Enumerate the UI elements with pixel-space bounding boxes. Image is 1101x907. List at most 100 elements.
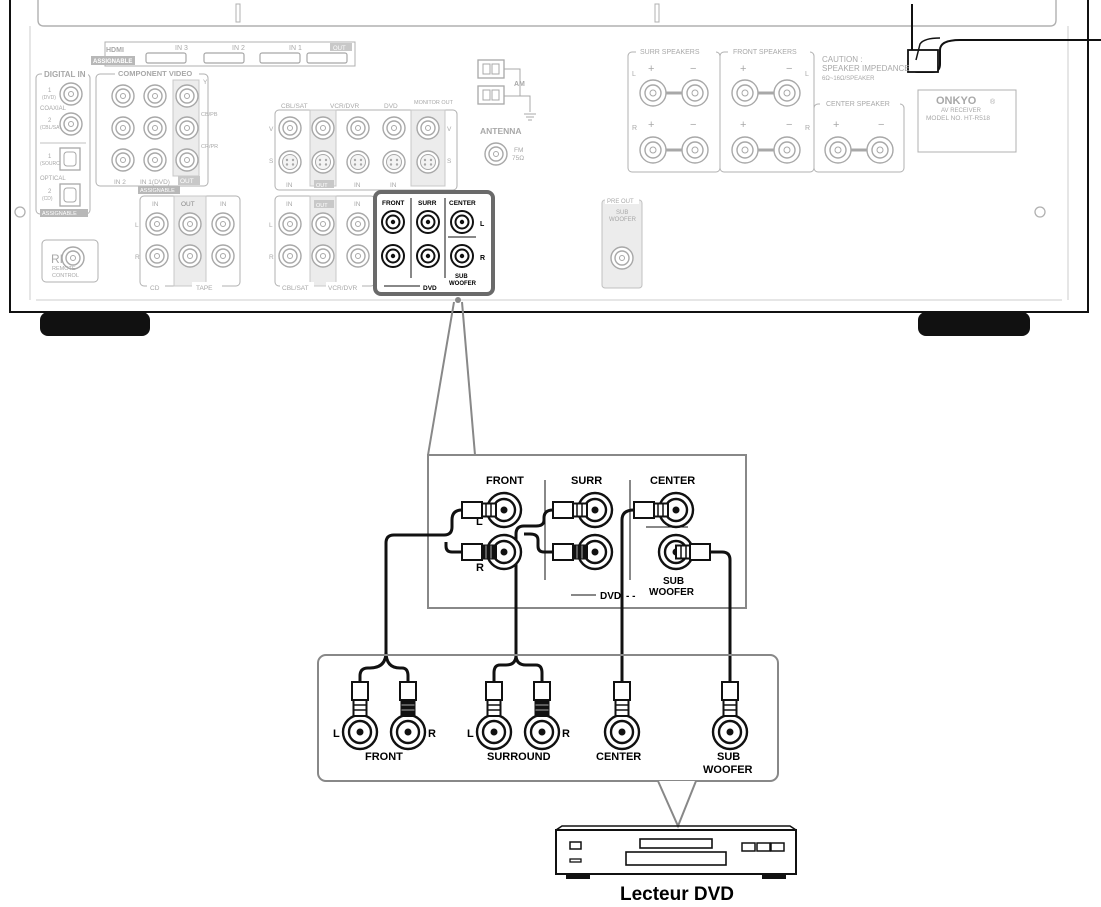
svg-text:AM: AM	[514, 81, 525, 88]
zoomed-input-panel: FRONT SURR CENTER L R SUB WOOFER DVD - -	[427, 454, 747, 609]
zoom-front-label: FRONT	[486, 475, 524, 487]
svg-text:L: L	[476, 516, 483, 528]
svg-text:OUT: OUT	[181, 201, 195, 208]
svg-text:WOOFER: WOOFER	[449, 281, 477, 287]
svg-text:IN: IN	[354, 201, 361, 208]
hdmi-title: HDMI	[106, 47, 124, 54]
svg-text:+: +	[833, 119, 839, 131]
svg-text:1: 1	[48, 88, 52, 94]
optical-2-port	[59, 183, 81, 207]
cable-center	[620, 508, 635, 682]
out-center-label: CENTER	[596, 751, 641, 763]
hdmi-in1-port	[259, 52, 301, 64]
mc-center-label: CENTER	[449, 200, 476, 207]
out-surround-l-jack	[475, 713, 513, 751]
svg-text:S: S	[269, 158, 274, 165]
dvd-output-panel: L R L R FRONT SURROUND CENTER SUB WOOFER	[317, 654, 779, 782]
component-video-section: COMPONENT VIDEO Y CB/PB CR/PR IN 2 IN 1(…	[95, 68, 218, 194]
svg-text:WOOFER: WOOFER	[649, 587, 695, 598]
svg-text:SURR SPEAKERS: SURR SPEAKERS	[640, 49, 700, 56]
svg-text:AV RECEIVER: AV RECEIVER	[941, 108, 982, 114]
mc-front-label: FRONT	[382, 200, 404, 207]
foot-right	[918, 312, 1030, 336]
svg-text:MONITOR OUT: MONITOR OUT	[414, 100, 454, 106]
svg-text:L: L	[632, 71, 636, 78]
svg-text:OPTICAL: OPTICAL	[40, 176, 66, 182]
receiver-rear-panel: HDMI ASSIGNABLE IN 3 IN 2 IN 1 OUT DIGIT…	[9, 0, 1101, 336]
svg-text:PRE OUT: PRE OUT	[607, 199, 634, 205]
callout-lines	[427, 301, 476, 456]
screw-hole-left	[14, 206, 26, 218]
foot-left	[40, 312, 150, 336]
pre-out-subwoofer-jack	[610, 246, 634, 270]
svg-text:L: L	[467, 728, 474, 740]
svg-text:Y: Y	[203, 79, 208, 86]
svg-text:+: +	[648, 119, 654, 131]
svg-text:−: −	[786, 119, 792, 131]
svg-text:FRONT SPEAKERS: FRONT SPEAKERS	[733, 49, 797, 56]
svg-text:2: 2	[48, 189, 52, 195]
out-front-r-jack	[389, 713, 427, 751]
coaxial-2-jack	[59, 112, 83, 136]
svg-text:S: S	[447, 158, 452, 165]
screw-hole-right	[1034, 206, 1046, 218]
svg-text:(CBL/SAT): (CBL/SAT)	[40, 125, 64, 131]
mc-center-jack	[450, 210, 474, 234]
svg-text:−: −	[690, 119, 696, 131]
svg-text:CBL/SAT: CBL/SAT	[282, 285, 309, 292]
receiver-inner-frame	[37, 0, 1057, 27]
svg-text:+: +	[648, 63, 654, 75]
svg-text:FM: FM	[514, 147, 523, 154]
svg-text:1: 1	[48, 154, 52, 160]
svg-text:OUT: OUT	[316, 183, 328, 189]
svg-text:−: −	[878, 119, 884, 131]
svg-text:R: R	[480, 255, 485, 262]
svg-text:IN 1(DVD): IN 1(DVD)	[140, 179, 170, 186]
optical-1-port	[59, 147, 81, 171]
hdmi-assignable: ASSIGNABLE	[93, 59, 132, 65]
svg-text:R: R	[562, 728, 570, 740]
svg-text:IN: IN	[390, 182, 397, 189]
hdmi-in3-label: IN 3	[175, 45, 188, 52]
svg-text:IN: IN	[220, 201, 227, 208]
svg-text:RI: RI	[51, 252, 63, 266]
mc-front-l-jack	[381, 210, 405, 234]
svg-text:WOOFER: WOOFER	[703, 764, 753, 776]
svg-text:SPEAKER IMPEDANCE: SPEAKER IMPEDANCE	[822, 64, 910, 73]
svg-text:R: R	[805, 125, 810, 132]
svg-text:75Ω: 75Ω	[512, 155, 524, 162]
hdmi-section: HDMI ASSIGNABLE IN 3 IN 2 IN 1 OUT	[91, 41, 356, 67]
digital-in-title: DIGITAL IN	[44, 70, 86, 79]
hdmi-out-label: OUT	[333, 46, 346, 52]
svg-text:V: V	[269, 126, 274, 133]
zoom-center-label: CENTER	[650, 475, 695, 487]
out-center-jack	[603, 713, 641, 751]
svg-text:R: R	[476, 562, 484, 574]
svg-text:SUB: SUB	[455, 274, 468, 280]
svg-text:L: L	[805, 71, 809, 78]
dvd-player	[555, 825, 797, 879]
mc-dvd-label: DVD	[423, 285, 437, 292]
svg-text:R: R	[632, 125, 637, 132]
zoom-sub-label: SUB	[663, 576, 684, 587]
audio-section: IN OUT IN L R CBL/SAT VCR/DVR	[269, 195, 376, 292]
cable-front-r	[384, 542, 462, 682]
svg-text:IN 2: IN 2	[114, 179, 126, 186]
svg-text:(CD): (CD)	[42, 196, 53, 202]
svg-text:R: R	[428, 728, 436, 740]
svg-text:CBL/SAT: CBL/SAT	[281, 103, 308, 110]
cable-front-l	[358, 508, 463, 682]
model-plate	[917, 89, 1017, 153]
mc-surr-r-jack	[416, 244, 440, 268]
hdmi-in1-label: IN 1	[289, 45, 302, 52]
out-front-label: FRONT	[365, 751, 403, 763]
cable-surr-r	[514, 532, 553, 682]
speaker-terminals: SURR SPEAKERS FRONT SPEAKERS CENTER SPEA…	[627, 46, 905, 173]
svg-text:CB/PB: CB/PB	[201, 112, 218, 118]
zoom-surr-label: SURR	[571, 475, 602, 487]
svg-text:IN: IN	[286, 182, 293, 189]
out-surround-label: SURROUND	[487, 751, 551, 763]
svg-text:R: R	[269, 254, 274, 261]
out-subwoofer-jack	[711, 713, 749, 751]
hdmi-in2-port	[203, 52, 245, 64]
